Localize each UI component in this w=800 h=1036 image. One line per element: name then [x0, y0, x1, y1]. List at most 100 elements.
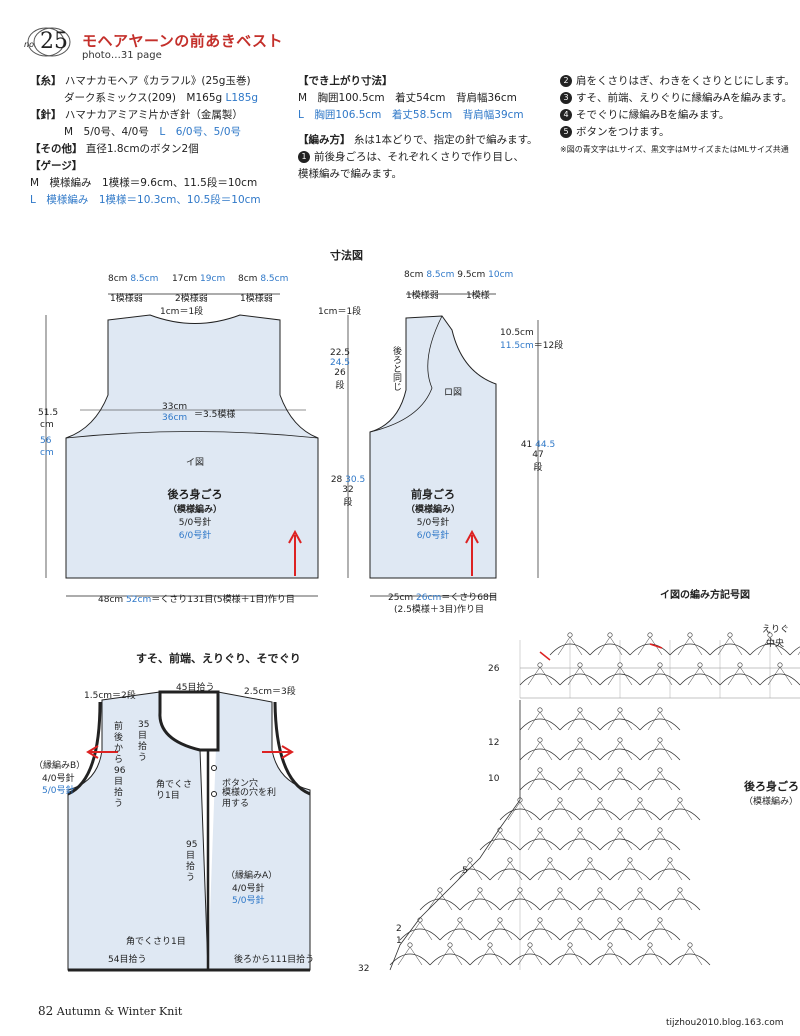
- back-h-total-l: 56: [40, 436, 52, 446]
- chart-fan-stitch: [599, 718, 641, 731]
- page-number: 82: [38, 1004, 54, 1018]
- edge-armhole-right: [273, 701, 311, 796]
- row-32: 32: [358, 964, 370, 974]
- front-dan2: 段: [343, 498, 353, 508]
- chart-fan-stitch: [639, 718, 681, 731]
- number-badge: [27, 27, 71, 57]
- back-body-shape: [65, 314, 319, 579]
- back-needle-m: 5/0号針: [178, 518, 212, 528]
- back-h-cm-l: cm: [40, 448, 54, 458]
- front-r105: 10.5cm: [500, 328, 534, 338]
- chart-fan-stitch: [509, 953, 551, 966]
- back-h-cm: cm: [40, 420, 54, 430]
- chart-fan-stitch: [599, 838, 641, 851]
- front-needle-m: 5/0号針: [416, 518, 450, 528]
- back-m2: 2模様弱: [175, 294, 208, 304]
- chart-fan-stitch: [469, 953, 511, 966]
- chart-chain-stitch: [737, 662, 743, 668]
- back-top-8l: 8.5cm: [130, 274, 159, 284]
- edge-b14: 4/0号針: [232, 884, 265, 894]
- back-top-8: 8cm: [108, 274, 128, 284]
- front-body-shape: [369, 315, 497, 579]
- needle-label: 【針】: [30, 109, 62, 121]
- front-neckline: [369, 315, 443, 433]
- back-m1: 1模様弱: [110, 294, 143, 304]
- chart-chain-stitch: [657, 767, 663, 773]
- chart-fan-stitch: [439, 928, 481, 941]
- chart-fan-stitch: [449, 868, 491, 881]
- chart-chain-stitch: [537, 917, 543, 923]
- chart-fan-stitch: [599, 673, 641, 686]
- chart-chain-stitch: [577, 827, 583, 833]
- chart-fan-stitch: [639, 673, 681, 686]
- step-3-icon: 3: [560, 92, 572, 104]
- back-top-19: 19cm: [200, 274, 226, 284]
- chart-chain-stitch: [647, 632, 653, 638]
- chart-fan-stitch: [609, 868, 651, 881]
- chart-chain-stitch: [677, 797, 683, 803]
- edge-b10: ボタン穴: [222, 779, 259, 789]
- chart-chain-stitch: [627, 857, 633, 863]
- chart-chain-stitch: [537, 737, 543, 743]
- chart-fan-stitch: [399, 928, 441, 941]
- finished-label: 【でき上がり寸法】: [298, 75, 393, 87]
- chart-fan-stitch: [479, 928, 521, 941]
- chart-chain-stitch: [597, 797, 603, 803]
- step-5: ボタンをつけます。: [576, 126, 670, 138]
- edge-right-arrow-head: [281, 745, 294, 759]
- front-arrow-head: [465, 529, 479, 544]
- chart-fan-stitch: [539, 898, 581, 911]
- edge-b5: 35目拾う: [138, 720, 150, 763]
- chart-chain-stitch: [577, 767, 583, 773]
- chart-chain-stitch: [497, 917, 503, 923]
- front-r41: 41: [520, 440, 533, 450]
- step-1-icon: 1: [298, 151, 310, 163]
- site-credit: tijzhou2010.blog.163.com: [666, 1018, 784, 1028]
- front-dan1: 段: [335, 381, 345, 391]
- step-2-icon: 2: [560, 75, 572, 87]
- yarn-line2-l: L185g: [225, 92, 259, 104]
- chart-chain-stitch: [647, 942, 653, 948]
- chart-fan-stitch: [639, 928, 681, 941]
- front-r445: 44.5: [535, 440, 556, 450]
- chart-fan-stitch: [629, 953, 671, 966]
- chart-chain-stitch: [657, 662, 663, 668]
- front-h225: 22.5: [329, 348, 351, 358]
- chart-red-marker: [649, 643, 663, 649]
- chart-fan-stitch: [599, 748, 641, 761]
- front-r47: 47: [532, 450, 544, 460]
- chart-chain-stitch: [567, 942, 573, 948]
- chart-fan-stitch: [519, 838, 561, 851]
- front-h32: 32: [342, 485, 354, 495]
- chart-chain-stitch: [437, 887, 443, 893]
- edge-b17: 54目拾う: [108, 955, 147, 965]
- front-r115: 11.5cm: [500, 341, 534, 351]
- chart-fan-stitch: [629, 643, 671, 656]
- edge-title: すそ、前端、えりぐり、そでぐり: [136, 652, 301, 665]
- chart-chain-stitch: [617, 917, 623, 923]
- yarn-line2: ダーク系ミックス(209) M165g: [64, 92, 223, 104]
- chart-fan-stitch: [519, 718, 561, 731]
- chart-chain-stitch: [687, 942, 693, 948]
- chart-chain-stitch: [557, 797, 563, 803]
- chart-chain-stitch: [617, 707, 623, 713]
- back-bottom: 48cm: [98, 595, 124, 605]
- edge-diagram: [67, 690, 311, 972]
- materials-block: 【糸】 ハマナカモヘア《カラフル》(25g玉巻) ダーク系ミックス(209) M…: [30, 73, 261, 209]
- chart-chain-stitch: [727, 632, 733, 638]
- front-top-10: 10cm: [488, 270, 514, 280]
- chart-chain-stitch: [577, 662, 583, 668]
- footer-text: Autumn & Winter Knit: [56, 1005, 183, 1018]
- back-bottom-l: 52cm: [126, 595, 152, 605]
- chart-chain-stitch: [637, 887, 643, 893]
- chart-chain-stitch: [657, 707, 663, 713]
- back-bottom-t: ＝くさり131目(5模様＋1目)作り目: [151, 595, 295, 605]
- chart-fan-stitch: [459, 898, 501, 911]
- front-bottom-t2: (2.5模様＋3目)作り目: [394, 605, 485, 615]
- front-same: 後ろと同じ: [391, 346, 401, 391]
- row-5: 5: [462, 866, 468, 876]
- yarn-label: 【糸】: [30, 75, 62, 87]
- body-diagram: [45, 293, 539, 597]
- header: no. 25: [20, 26, 72, 62]
